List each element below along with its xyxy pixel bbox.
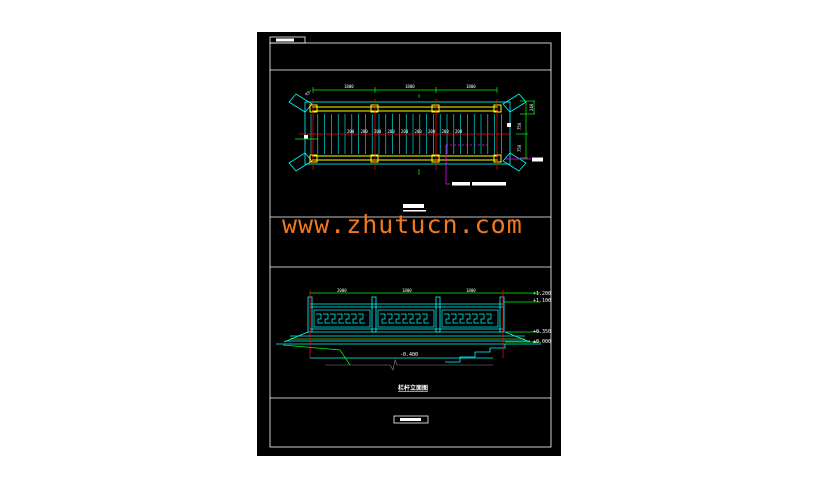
fret-pattern bbox=[394, 313, 401, 324]
fret-pattern bbox=[330, 313, 337, 324]
plan-right-dim-1: 240 bbox=[529, 103, 534, 111]
fret-pattern bbox=[465, 313, 472, 324]
fret-panel bbox=[377, 309, 435, 328]
fret-pattern bbox=[323, 313, 330, 324]
elev-dim-3: 1800 bbox=[466, 288, 476, 293]
level-ground: ±0.000 bbox=[533, 339, 551, 345]
elev-dim-1: 2000 bbox=[337, 288, 347, 293]
fret-pattern bbox=[316, 313, 323, 324]
plan-dimension-lines bbox=[295, 87, 535, 175]
elevation-view: 2000 1800 1800 +1.200 +1.100 +0.350 ±0.0… bbox=[276, 288, 551, 392]
fret-pattern bbox=[444, 313, 451, 324]
ground-break-line bbox=[325, 358, 493, 371]
plan-axes bbox=[299, 99, 510, 170]
plan-right-dim-2: 750 bbox=[517, 122, 522, 130]
fret-pattern bbox=[358, 313, 365, 324]
fret-pattern bbox=[415, 313, 422, 324]
level-top: +1.200 bbox=[533, 291, 551, 297]
plan-right-dim-3: 750 bbox=[517, 144, 522, 152]
plan-dim-1: 1800 bbox=[344, 84, 354, 89]
watermark: www.zhutucn.com bbox=[282, 210, 523, 239]
plan-mid-dim: 200 bbox=[374, 129, 382, 134]
plan-mid-dim: 200 bbox=[428, 129, 436, 134]
elevation-axes bbox=[309, 290, 504, 358]
plan-mid-dim: 200 bbox=[455, 129, 463, 134]
level-deck: +0.350 bbox=[533, 329, 551, 335]
fret-pattern bbox=[458, 313, 465, 324]
elev-dim-2: 1800 bbox=[402, 288, 412, 293]
fret-pattern bbox=[479, 313, 486, 324]
plan-dim-3: 1800 bbox=[466, 84, 476, 89]
title-block-label bbox=[276, 38, 294, 42]
plan-view: 1800 1800 1800 45° 200 200 200 200 200 200 200… bbox=[288, 84, 543, 212]
plan-corner-dim: 45° bbox=[304, 89, 313, 97]
plan-rails bbox=[309, 104, 502, 163]
plan-mid-dim: 200 bbox=[442, 129, 450, 134]
fret-pattern bbox=[486, 313, 493, 324]
fret-pattern bbox=[337, 313, 344, 324]
plan-mid-dim: 200 bbox=[388, 129, 396, 134]
fret-panel bbox=[313, 309, 371, 328]
level-rail: +1.100 bbox=[533, 298, 551, 304]
fret-pattern bbox=[387, 313, 394, 324]
fret-pattern bbox=[422, 313, 429, 324]
fret-pattern bbox=[380, 313, 387, 324]
fret-pattern bbox=[351, 313, 358, 324]
level-water: -0.400 bbox=[400, 352, 418, 358]
fret-pattern bbox=[401, 313, 408, 324]
leader-line bbox=[445, 145, 450, 185]
plan-mid-dim: 200 bbox=[415, 129, 423, 134]
elevation-title: 栏杆立面图 bbox=[398, 384, 428, 392]
fret-pattern bbox=[344, 313, 351, 324]
fret-pattern bbox=[408, 313, 415, 324]
callout-label bbox=[472, 182, 506, 186]
railing bbox=[276, 296, 541, 363]
fret-pattern bbox=[451, 313, 458, 324]
callout-label bbox=[452, 182, 470, 186]
fret-pattern bbox=[472, 313, 479, 324]
plan-mid-dim: 200 bbox=[401, 129, 409, 134]
sheet-background bbox=[257, 32, 561, 456]
sheet-frame bbox=[269, 36, 552, 448]
callout-label bbox=[532, 157, 543, 162]
plan-outline bbox=[288, 93, 527, 172]
plan-title bbox=[403, 204, 424, 208]
plan-mid-dim: 200 bbox=[361, 129, 369, 134]
footer-label-box bbox=[393, 415, 429, 424]
plan-dim-2: 1800 bbox=[405, 84, 415, 89]
elevation-dimension-lines bbox=[282, 292, 540, 366]
plan-title-underline bbox=[403, 210, 426, 212]
plan-mid-dim: 200 bbox=[347, 129, 355, 134]
fret-panel bbox=[441, 309, 499, 328]
